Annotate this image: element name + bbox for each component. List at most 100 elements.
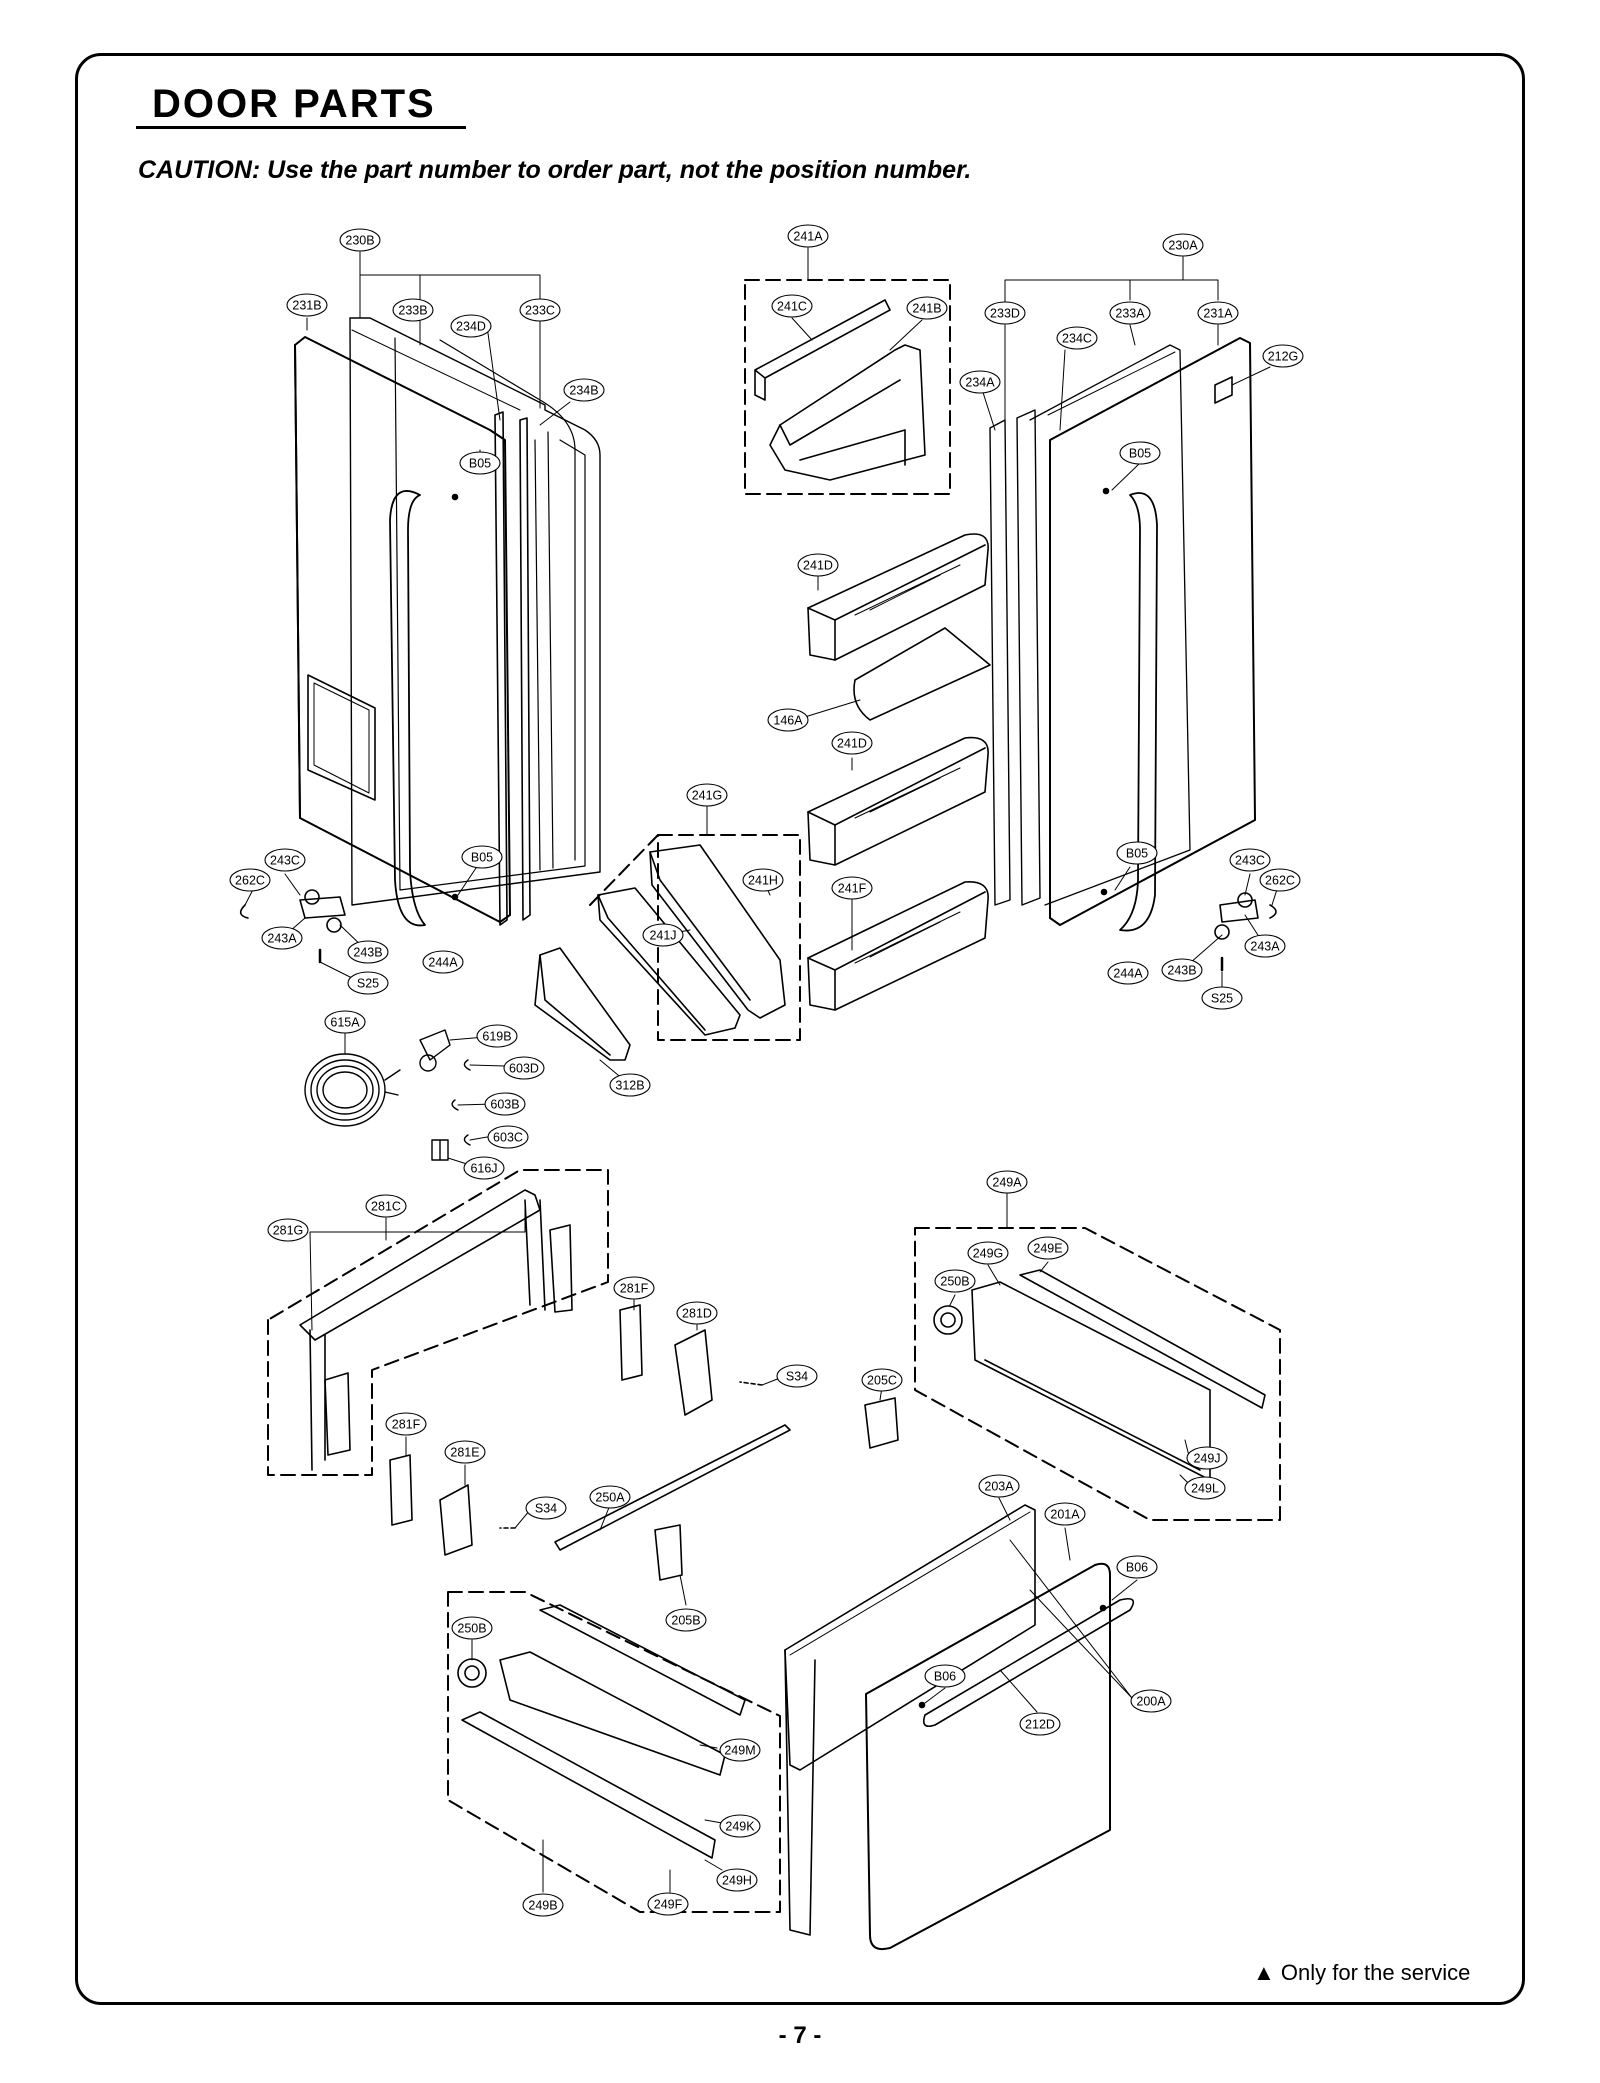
callout-281C: 281C (365, 1194, 407, 1218)
callout-250A: 250A (589, 1485, 631, 1509)
callout-label: 312B (615, 1079, 644, 1093)
callout-label: S34 (535, 1502, 557, 1516)
callout-B05: B05 (1116, 841, 1158, 865)
callout-S34: S34 (776, 1364, 818, 1388)
callout-label: B05 (1126, 847, 1148, 861)
callout-label: 241F (838, 882, 867, 896)
callout-244A: 244A (1107, 961, 1149, 985)
callout-label: 231B (292, 299, 321, 313)
left-hinge-drawing (239, 889, 346, 964)
callout-label: 234D (456, 320, 486, 334)
callout-249J: 249J (1186, 1446, 1228, 1470)
callout-249E: 249E (1027, 1236, 1069, 1260)
callout-234A: 234A (959, 370, 1001, 394)
callout-label: S25 (357, 977, 379, 991)
callout-label: 241H (748, 874, 778, 888)
callout-249G: 249G (967, 1241, 1009, 1265)
callout-234D: 234D (450, 314, 492, 338)
callout-label: 249B (528, 1899, 557, 1913)
callout-234C: 234C (1056, 326, 1098, 350)
callout-619B: 619B (476, 1024, 518, 1048)
page-frame (75, 53, 1525, 2005)
callout-label: 619B (482, 1030, 511, 1044)
callout-233A: 233A (1109, 301, 1151, 325)
left-door-drawing (294, 317, 601, 927)
callout-233C: 233C (519, 298, 561, 322)
callout-label: 281E (450, 1446, 479, 1460)
callout-label: B05 (1129, 447, 1151, 461)
callout-label: B05 (471, 851, 493, 865)
callout-201A: 201A (1044, 1502, 1086, 1526)
callout-241G: 241G (686, 783, 728, 807)
callout-203A: 203A (978, 1474, 1020, 1498)
callout-241J: 241J (642, 923, 684, 947)
callout-label: 234A (965, 376, 995, 390)
callout-label: 241D (837, 737, 867, 751)
callout-249L: 249L (1184, 1476, 1226, 1500)
callout-label: 281F (392, 1418, 421, 1432)
callout-616J: 616J (463, 1156, 505, 1180)
callout-label: 243B (1167, 964, 1196, 978)
callout-label: 241B (912, 302, 941, 316)
callout-205B: 205B (665, 1608, 707, 1632)
page-number: - 7 - (778, 2022, 822, 2049)
callout-281D: 281D (676, 1301, 718, 1325)
callout-label: 603D (509, 1062, 539, 1076)
callout-label: S34 (786, 1370, 808, 1384)
callout-label: 233D (990, 307, 1020, 321)
callout-label: 249J (1193, 1452, 1220, 1466)
callout-label: 249H (722, 1874, 752, 1888)
callout-label: 281D (682, 1307, 712, 1321)
callout-241D: 241D (797, 553, 839, 577)
callout-262C: 262C (1259, 868, 1301, 892)
callout-249K: 249K (719, 1814, 761, 1838)
callout-212D: 212D (1019, 1712, 1061, 1736)
callout-146A: 146A (767, 708, 809, 732)
callout-label: 243A (1250, 940, 1280, 954)
caution-note: CAUTION: Use the part number to order pa… (138, 156, 972, 184)
callout-label: 205C (867, 1374, 897, 1388)
callout-label: B06 (1126, 1561, 1148, 1575)
callout-233D: 233D (984, 301, 1026, 325)
rail-249B-drawing (457, 1604, 746, 1859)
callout-281F: 281F (613, 1276, 655, 1300)
callout-label: 249K (725, 1820, 755, 1834)
callout-label: 212D (1025, 1718, 1055, 1732)
callout-241H: 241H (742, 868, 784, 892)
callout-230A: 230A (1162, 233, 1204, 257)
callout-label: 262C (235, 874, 265, 888)
callout-250B: 250B (451, 1616, 493, 1640)
right-hinge-drawing (1214, 892, 1277, 972)
right-door-drawing (989, 337, 1256, 932)
callout-label: 616J (470, 1162, 497, 1176)
callout-label: 205B (671, 1614, 700, 1628)
shelf-241-drawing (754, 299, 926, 481)
callout-label: B05 (469, 457, 491, 471)
callout-603C: 603C (487, 1125, 529, 1149)
callout-231B: 231B (286, 293, 328, 317)
callout-label: 146A (773, 714, 803, 728)
callout-label: 244A (1113, 967, 1143, 981)
callout-233B: 233B (392, 298, 434, 322)
callout-label: 230A (1168, 239, 1198, 253)
callout-243B: 243B (347, 940, 389, 964)
callout-249F: 249F (647, 1892, 689, 1916)
service-footnote: ▲ Only for the service (1253, 1960, 1471, 1985)
callout-label: 243C (1235, 854, 1265, 868)
callout-281E: 281E (444, 1440, 486, 1464)
callout-label: 212G (1268, 350, 1299, 364)
rail-249A-drawing (933, 1269, 1266, 1481)
callout-label: 233A (1115, 307, 1145, 321)
callout-label: 241G (692, 789, 723, 803)
callout-200A: 200A (1130, 1689, 1172, 1713)
callout-label: 281G (273, 1224, 304, 1238)
callout-label: 233C (525, 304, 555, 318)
part-312B-drawing (534, 947, 631, 1061)
drawer-front-drawing (784, 1504, 1135, 1951)
callout-243C: 243C (1229, 848, 1271, 872)
callout-label: 281F (620, 1282, 649, 1296)
callout-label: 203A (984, 1480, 1014, 1494)
bracket-281-drawing (299, 1189, 573, 1471)
door-bins-drawing (807, 533, 991, 1011)
callout-label: 233B (398, 304, 427, 318)
